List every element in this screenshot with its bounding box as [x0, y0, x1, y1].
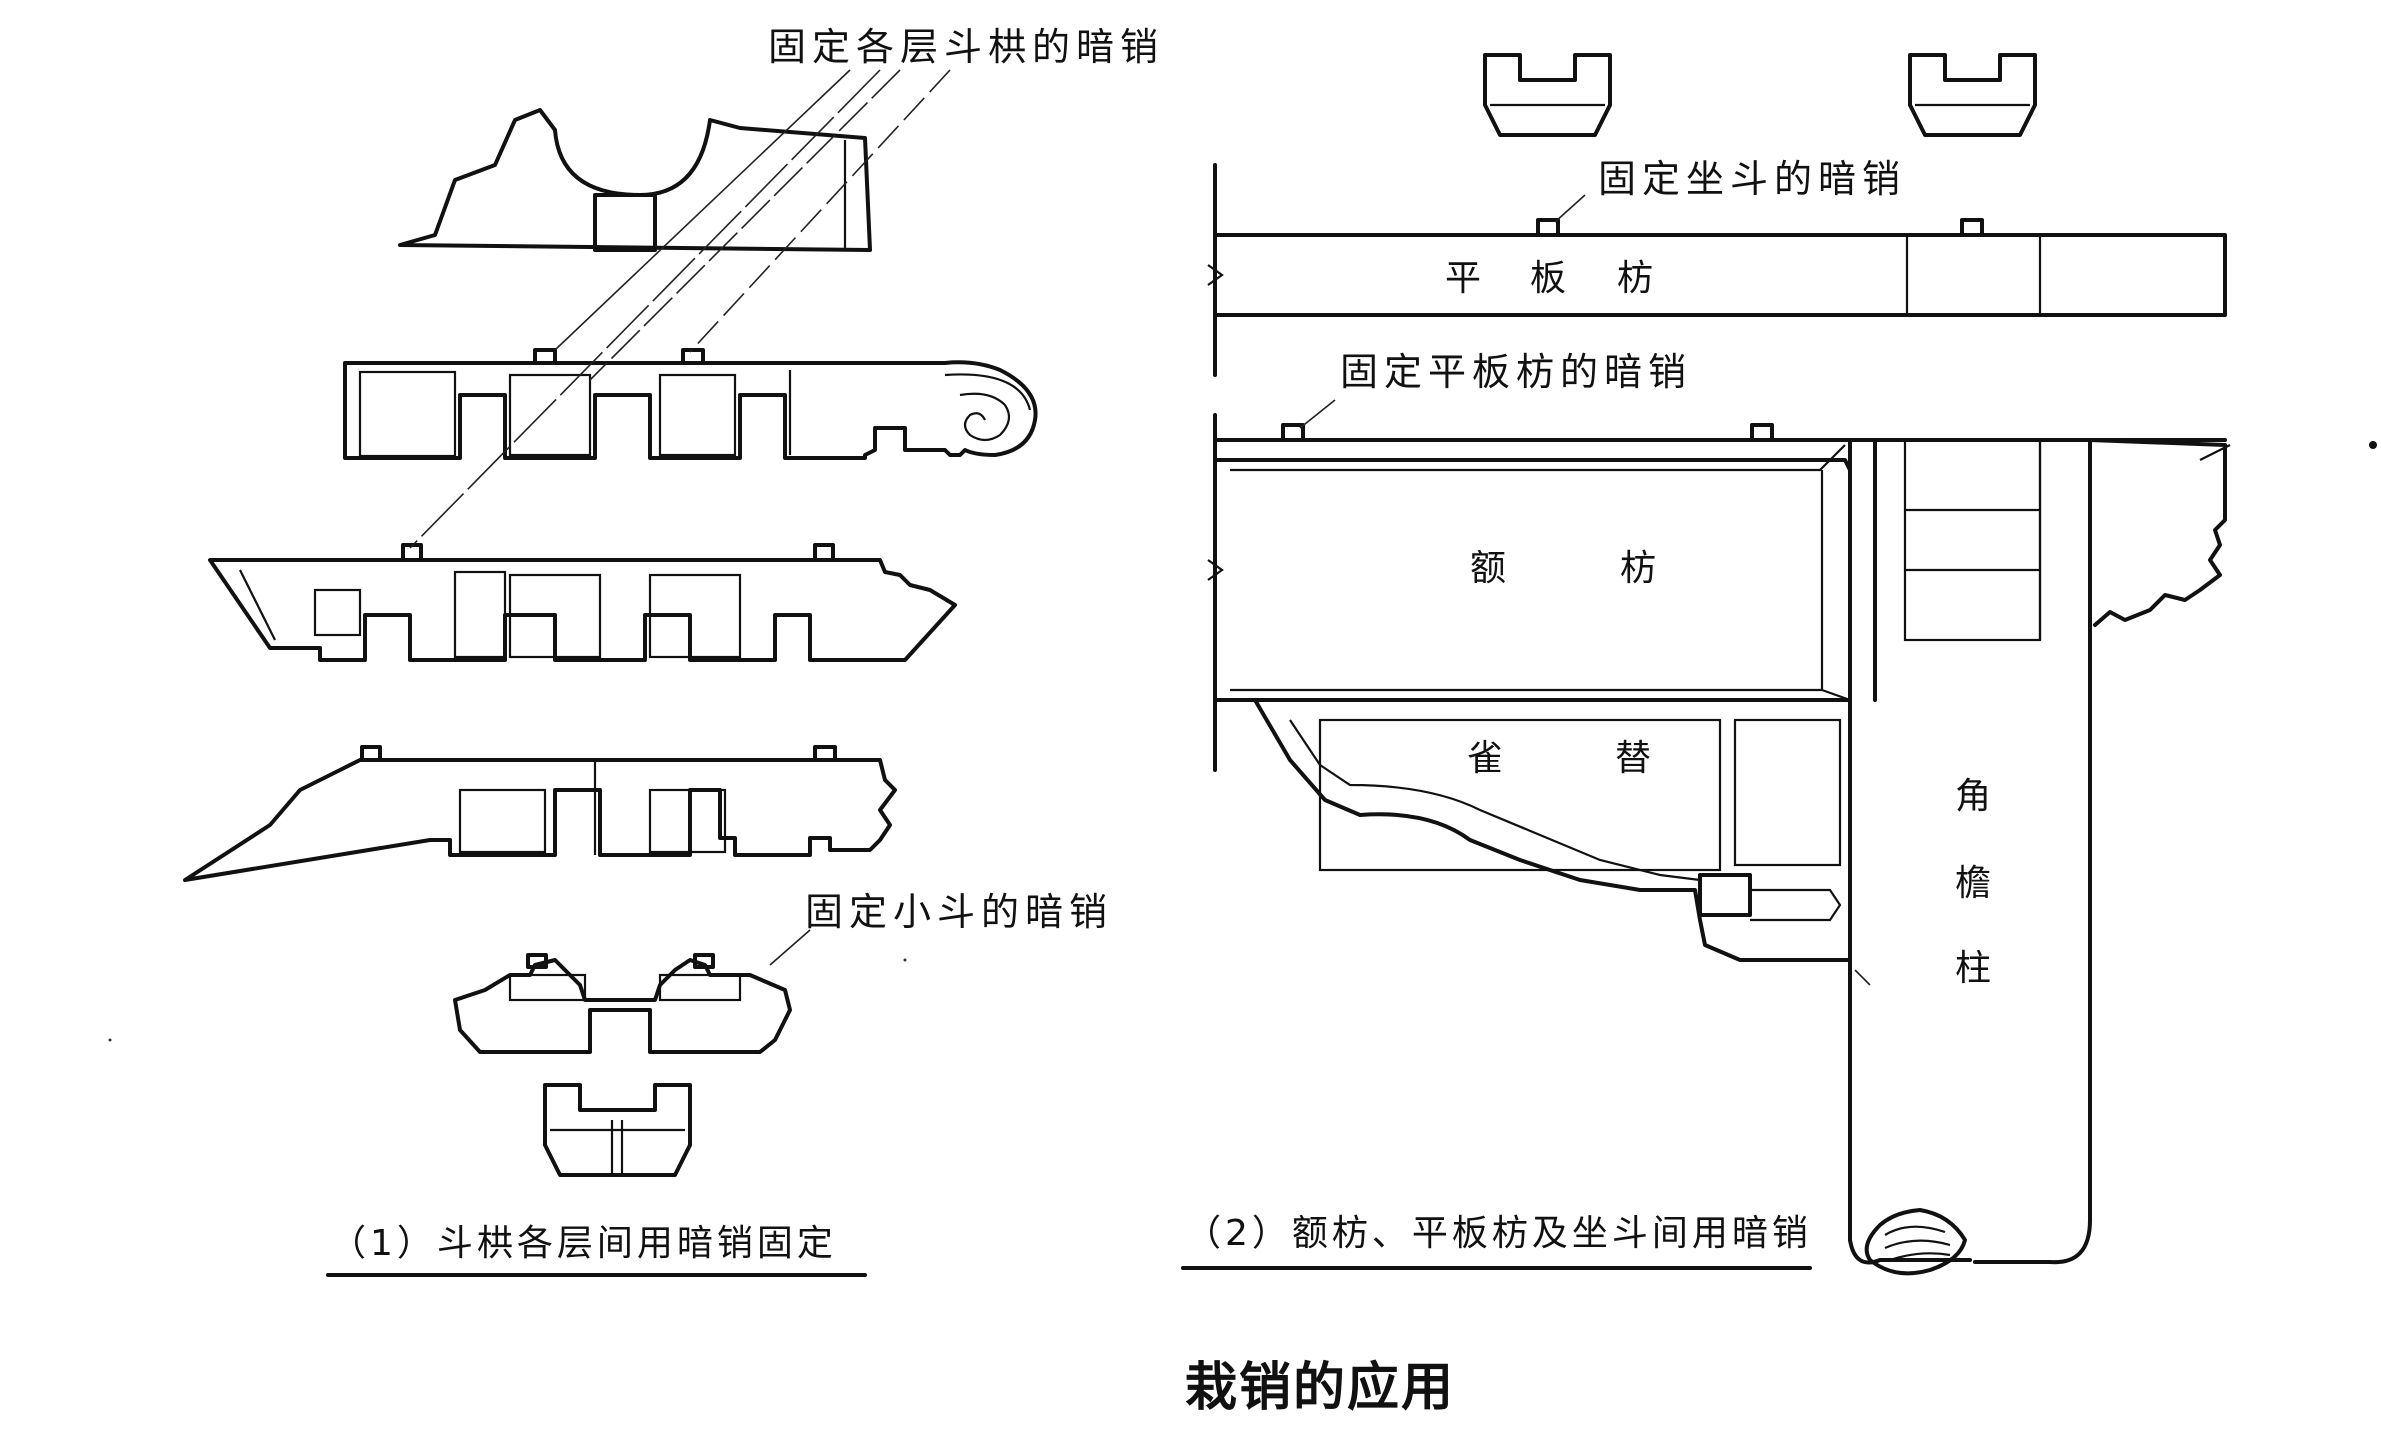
second-bracket-arm	[343, 348, 1038, 460]
fourth-bracket-arm	[183, 745, 897, 882]
edge-speck	[2369, 441, 2377, 449]
left-bracket-set	[183, 69, 1038, 1177]
right-callout-top: 固定坐斗的暗销	[1598, 157, 1906, 201]
pingbanfang-char-1: 平	[1445, 258, 1481, 299]
right-caption: （2）额枋、平板枋及坐斗间用暗销	[1185, 1213, 1812, 1254]
left-bottom-leader-line	[769, 929, 811, 966]
small-bearing-block	[453, 953, 792, 1054]
queti-char-2: 替	[1615, 738, 1651, 779]
main-title: 栽销的应用	[1185, 1358, 1455, 1418]
seat-block-right-2	[1908, 53, 2037, 137]
queti-bracket	[1253, 698, 1871, 986]
left-callout-top: 固定各层斗栱的暗销	[768, 25, 1164, 69]
queti-char-1: 雀	[1467, 738, 1503, 779]
right-assembly	[1207, 53, 2231, 1276]
left-top-leader-lines	[409, 69, 951, 549]
right-top-leader-line	[1554, 194, 1586, 223]
column-char-1: 角	[1955, 776, 1991, 817]
efang-beam	[1207, 413, 2227, 772]
speck	[903, 958, 907, 962]
top-bracket-arm	[398, 108, 872, 252]
speck	[108, 1038, 112, 1042]
left-callout-bottom: 固定小斗的暗销	[805, 890, 1113, 934]
pingbanfang-char-3: 枋	[1617, 258, 1653, 299]
efang-char-1: 额	[1470, 548, 1506, 589]
seat-block-left	[543, 1083, 692, 1177]
column-char-2: 檐	[1955, 863, 1991, 904]
left-caption: （1）斗栱各层间用暗销固定	[330, 1223, 837, 1264]
pingbanfang-char-2: 板	[1530, 258, 1566, 299]
right-mid-leader-line	[1299, 399, 1336, 429]
beam-end-cloud	[2088, 438, 2231, 627]
pingbanfang-beam	[1207, 163, 2227, 377]
right-callout-mid: 固定平板枋的暗销	[1340, 350, 1692, 394]
column-char-3: 柱	[1955, 948, 1991, 989]
seat-block-right-1	[1483, 53, 1612, 137]
efang-char-2: 枋	[1620, 548, 1656, 589]
third-bracket-arm	[208, 543, 957, 662]
corner-column	[1848, 438, 2092, 1276]
